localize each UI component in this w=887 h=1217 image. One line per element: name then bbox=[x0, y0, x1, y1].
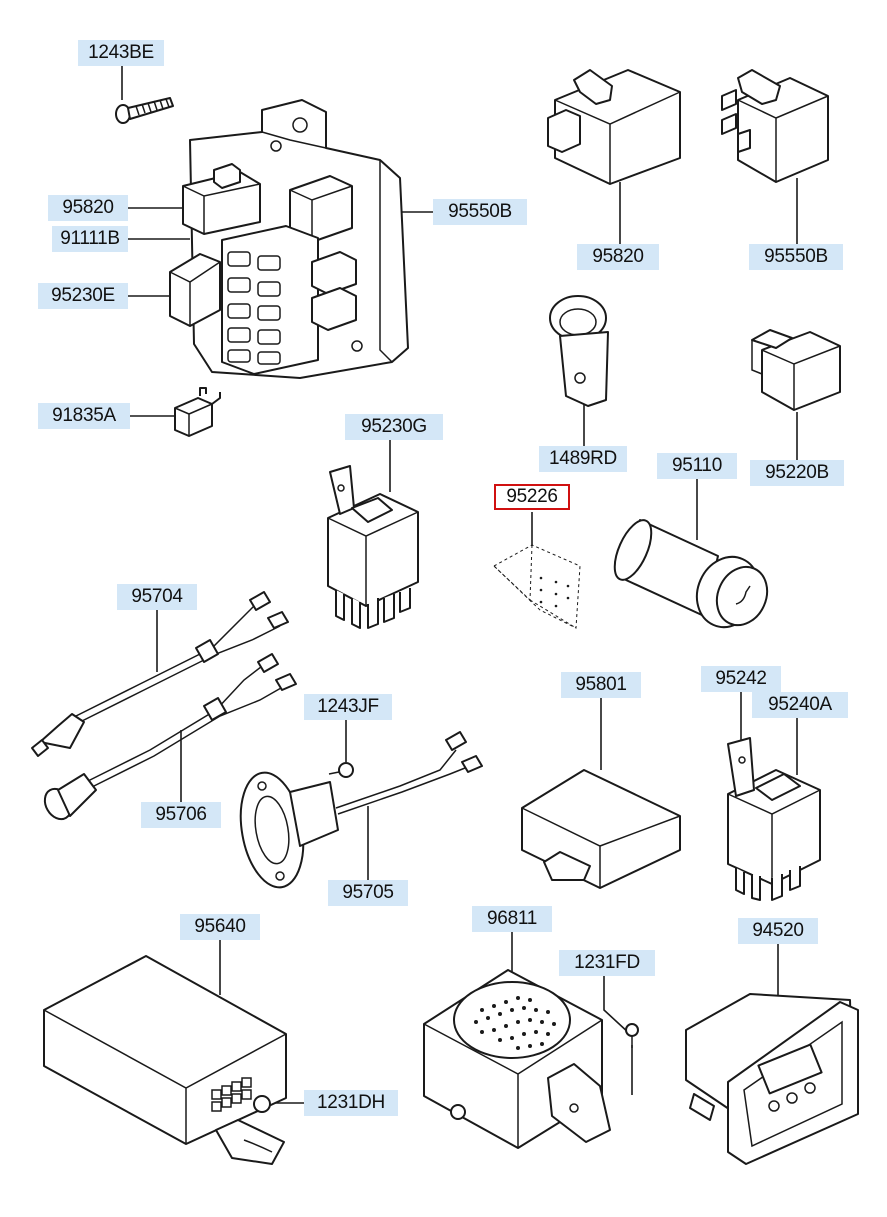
label-95110[interactable]: 95110 bbox=[657, 453, 737, 479]
label-95820-box[interactable]: 95820 bbox=[48, 195, 128, 221]
relay-95240A bbox=[727, 737, 821, 901]
clip-1489RD bbox=[549, 295, 609, 407]
buzzer-96811 bbox=[423, 969, 611, 1149]
label-95226-highlighted[interactable]: 95226 bbox=[494, 484, 570, 510]
label-95242[interactable]: 95242 bbox=[701, 666, 781, 692]
label-1243JF[interactable]: 1243JF bbox=[304, 694, 392, 720]
relay-95230G bbox=[327, 465, 419, 629]
display-94520 bbox=[685, 993, 859, 1165]
label-95706[interactable]: 95706 bbox=[141, 802, 221, 828]
label-95550B-box[interactable]: 95550B bbox=[433, 199, 527, 225]
label-95550B[interactable]: 95550B bbox=[749, 244, 843, 270]
label-95801[interactable]: 95801 bbox=[561, 672, 641, 698]
label-91835A[interactable]: 91835A bbox=[38, 403, 130, 429]
label-95640[interactable]: 95640 bbox=[180, 914, 260, 940]
lighter-95110 bbox=[613, 519, 769, 629]
bolt-1243BE bbox=[115, 97, 174, 124]
label-95220B[interactable]: 95220B bbox=[750, 460, 844, 486]
module-95801 bbox=[521, 769, 681, 889]
label-95820[interactable]: 95820 bbox=[577, 244, 659, 270]
label-94520[interactable]: 94520 bbox=[738, 918, 818, 944]
label-1243BE[interactable]: 1243BE bbox=[78, 40, 164, 66]
leader-lines bbox=[121, 66, 798, 1104]
label-91111B[interactable]: 91111B bbox=[52, 226, 128, 252]
label-1231DH[interactable]: 1231DH bbox=[304, 1090, 398, 1116]
bracket-95226 bbox=[493, 544, 581, 629]
label-95230G[interactable]: 95230G bbox=[345, 414, 443, 440]
label-95704[interactable]: 95704 bbox=[117, 584, 197, 610]
fuse-91835A bbox=[174, 387, 221, 437]
relay-95550B bbox=[721, 69, 829, 183]
relay-95820 bbox=[547, 69, 681, 185]
screw-1231FD bbox=[625, 1023, 639, 1048]
label-95705[interactable]: 95705 bbox=[328, 880, 408, 906]
relay-95220B bbox=[751, 329, 841, 411]
label-1489RD[interactable]: 1489RD bbox=[539, 446, 627, 472]
label-96811[interactable]: 96811 bbox=[472, 906, 552, 932]
label-1231FD[interactable]: 1231FD bbox=[559, 950, 655, 976]
harness-95706 bbox=[43, 653, 297, 821]
label-95240A[interactable]: 95240A bbox=[752, 692, 848, 718]
harness-95704 bbox=[31, 591, 289, 757]
junction-box bbox=[169, 99, 409, 379]
screw-1243JF bbox=[328, 762, 354, 778]
module-95640 bbox=[43, 955, 287, 1165]
socket-95705 bbox=[239, 731, 483, 889]
label-95230E[interactable]: 95230E bbox=[38, 283, 128, 309]
